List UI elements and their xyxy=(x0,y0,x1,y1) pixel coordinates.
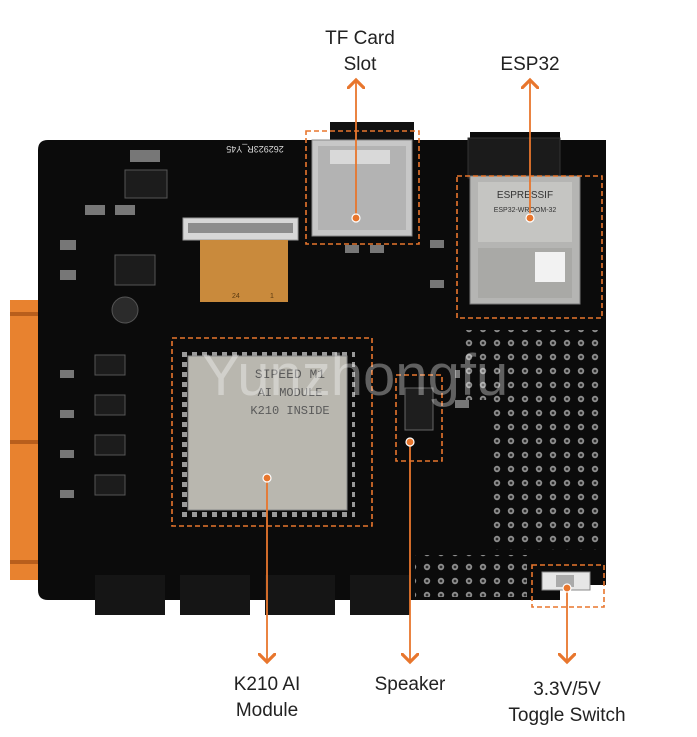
smd-components xyxy=(60,150,469,498)
tf-card-label: TF Card Slot xyxy=(300,26,420,78)
toggle-label: 3.3V/5V Toggle Switch xyxy=(497,677,637,729)
k210-label-line1: K210 AI xyxy=(233,674,301,695)
k210-label: K210 AI Module xyxy=(207,672,327,724)
toggle-label-line2: Toggle Switch xyxy=(508,705,626,726)
tf-card-callout-box xyxy=(305,130,420,245)
speaker-label: Speaker xyxy=(360,672,460,698)
header-pins-right xyxy=(488,330,600,550)
fpc-pin-1: 1 xyxy=(270,293,274,300)
toggle-label-line1: 3.3V/5V xyxy=(533,679,601,700)
toggle-callout-box xyxy=(531,564,605,608)
esp32-brand: ESPRESSIF xyxy=(497,190,553,201)
esp32-label-line1: ESP32 xyxy=(500,54,560,75)
k210-callout-box xyxy=(171,337,373,527)
k210-line3: K210 INSIDE xyxy=(250,404,329,418)
tf-card-label-line2: Slot xyxy=(343,54,377,75)
k210-line2: AI MODULE xyxy=(258,386,323,400)
header-pins-bottom xyxy=(415,555,527,597)
fpc-pin-24: 24 xyxy=(232,293,240,300)
usb-connector xyxy=(467,137,561,179)
fpc-ribbon xyxy=(200,240,288,302)
k210-label-line2: Module xyxy=(235,700,299,721)
speaker-callout-box xyxy=(395,374,443,462)
esp32-label: ESP32 xyxy=(480,52,580,78)
bottom-connectors xyxy=(95,575,410,615)
k210-brand: SIPEED M1 xyxy=(255,367,325,382)
speaker-label-line1: Speaker xyxy=(374,674,446,695)
esp32-model: ESP32-WROOM-32 xyxy=(494,207,557,214)
speaker-chip xyxy=(404,387,434,431)
board-code: 262923R_Y45 xyxy=(226,144,284,154)
tf-card-label-line1: TF Card xyxy=(325,28,395,49)
watermark: Yunzhongfu xyxy=(202,343,508,408)
